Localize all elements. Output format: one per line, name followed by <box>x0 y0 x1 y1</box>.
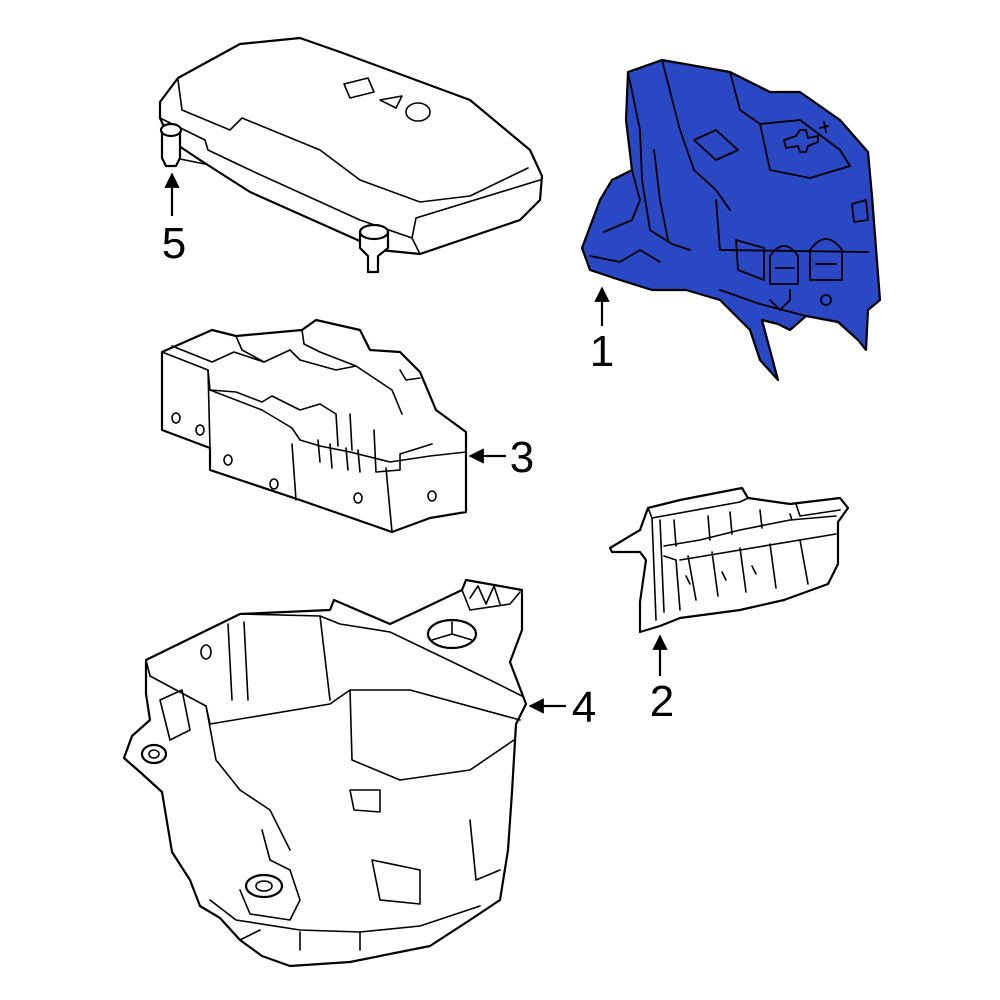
callout-4: 4 <box>528 683 596 732</box>
callout-4-label: 4 <box>572 683 596 732</box>
part-5-cover <box>158 36 544 274</box>
part-3-fuse-carrier <box>160 318 468 534</box>
callout-3-label: 3 <box>510 433 534 482</box>
callout-2: 2 <box>650 634 674 726</box>
part-2-bracket <box>608 486 850 634</box>
callout-2-label: 2 <box>650 677 674 726</box>
callout-1-label: 1 <box>590 327 614 376</box>
part-1-fuse-module <box>580 58 882 382</box>
part-4-housing <box>122 578 528 968</box>
callout-5-label: 5 <box>162 219 186 268</box>
callout-5: 5 <box>162 172 186 268</box>
callout-1: 1 <box>590 286 614 376</box>
callout-3: 3 <box>468 433 534 482</box>
